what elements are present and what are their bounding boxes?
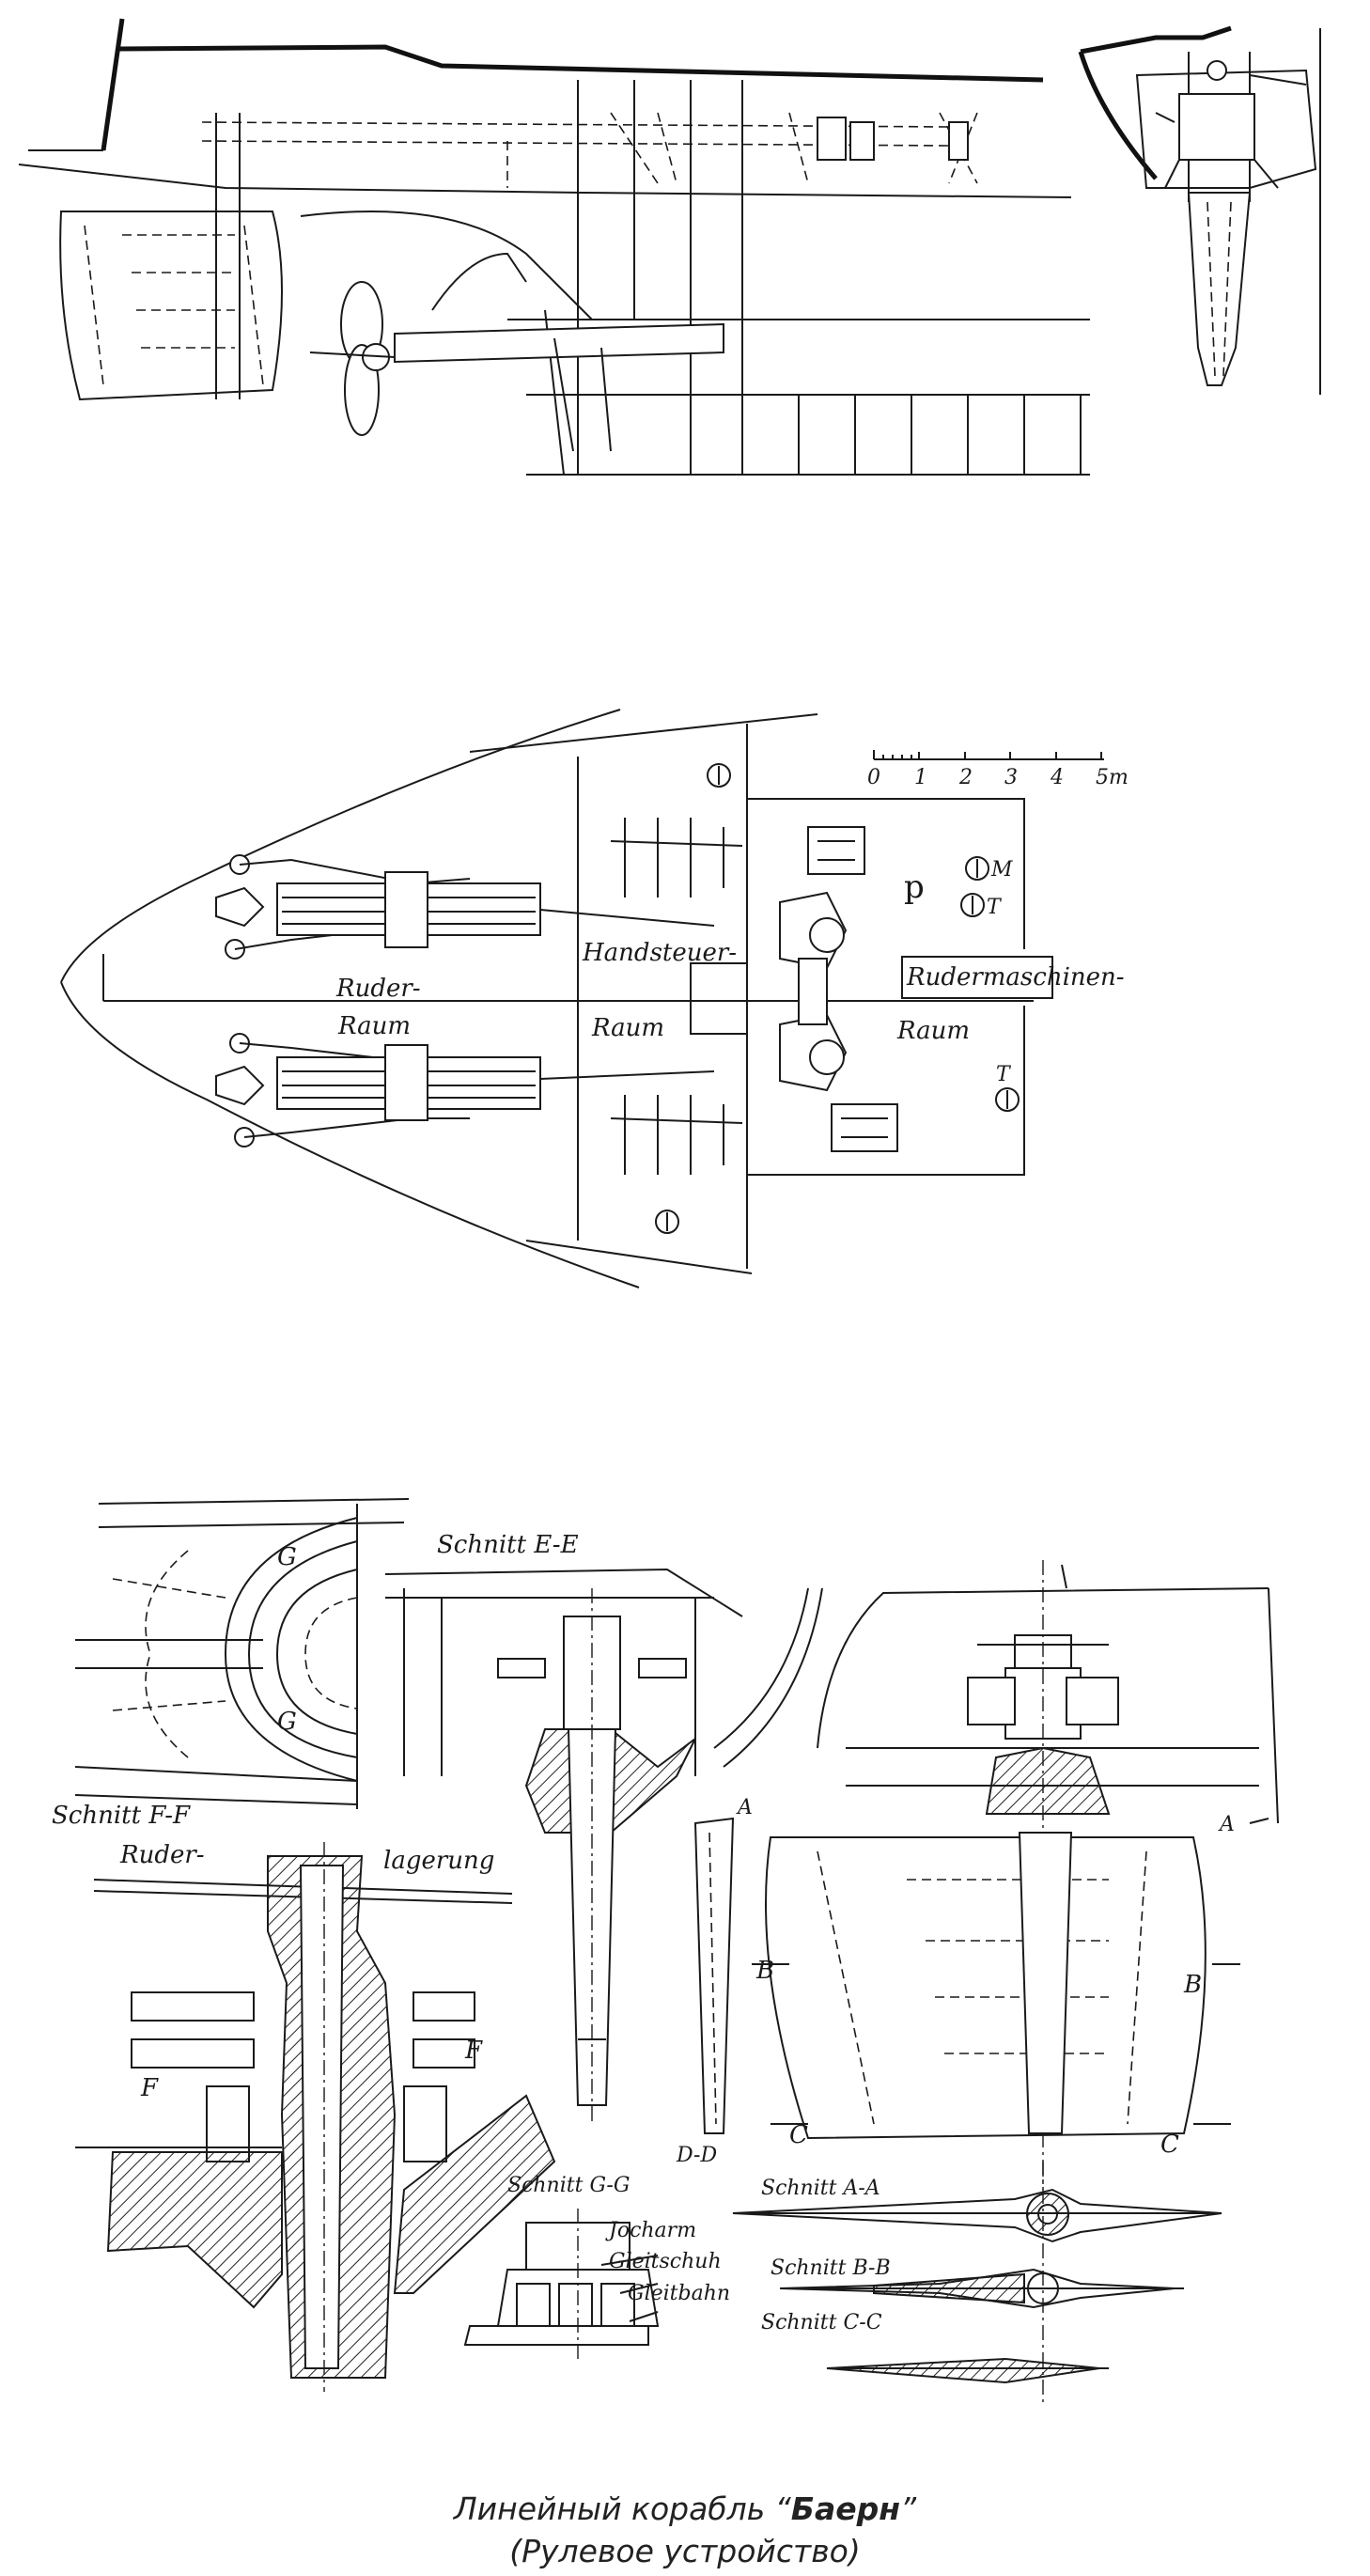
label-p: p [904, 868, 925, 906]
label-jocharm: Jocharm [605, 2219, 696, 2242]
caption-prefix: Линейный корабль “ [453, 2490, 791, 2527]
label-c-right: C [1160, 2131, 1179, 2159]
label-schnitt-a: Schnitt A-A [761, 2177, 880, 2200]
transverse-section-view [1078, 25, 1321, 395]
label-c-left: C [789, 2121, 808, 2149]
label-ruder: Ruder- [335, 975, 421, 1003]
label-rudermaschinen: Rudermaschinen- [906, 963, 1125, 991]
label-a-small: A [736, 1796, 753, 1819]
label-ruder-lagerung-1: Ruder- [119, 1841, 205, 1869]
scale-tick-3: 3 [1004, 766, 1018, 789]
rudder-elevation-view [732, 1560, 1279, 2406]
scale-tick-0: 0 [867, 766, 880, 789]
caption-subtitle: (Рулевое устройство) [509, 2533, 861, 2569]
label-raum-right: Raum [896, 1017, 970, 1045]
label-handsteuer: Handsteuer- [582, 939, 737, 967]
section-f-view: F F [75, 1842, 556, 2392]
scale-tick-1: 1 [914, 766, 927, 789]
label-gleitbahn: Gleitbahn [628, 2282, 730, 2305]
label-m: M [990, 858, 1013, 882]
label-t-lower: T [996, 1063, 1012, 1086]
label-g-lower: G [277, 1708, 297, 1736]
label-schnitt-g: Schnitt G-G [507, 2174, 630, 2197]
label-schnitt-c: Schnitt C-C [761, 2311, 882, 2334]
label-g-upper: G [277, 1543, 297, 1571]
label-raum-mid: Raum [591, 1014, 664, 1042]
label-schnitt-b: Schnitt B-B [771, 2256, 891, 2280]
section-e-view [384, 1568, 823, 2134]
scale-tick-2: 2 [958, 766, 973, 789]
label-schnitt-f: Schnitt F-F [52, 1802, 191, 1830]
scale-tick-4: 4 [1050, 766, 1064, 789]
plan-view: Ruder- Raum Handsteuer- Raum Rudermaschi… [60, 709, 1129, 1288]
label-f-left: F [140, 2074, 159, 2102]
side-elevation-view [18, 18, 1090, 476]
caption-title: Линейный корабль “Баерн” [0, 2490, 1370, 2527]
label-gleitschuh: Gleitschuh [609, 2250, 722, 2273]
label-f-right: F [464, 2037, 483, 2065]
label-schnitt-e: Schnitt E-E [437, 1531, 579, 1559]
caption-ship-name: Баерн [790, 2490, 901, 2527]
caption-suffix: ” [900, 2490, 917, 2527]
section-g-view: G G [74, 1498, 410, 1809]
label-t-upper: T [987, 896, 1003, 919]
gleitbahn-detail [463, 2209, 660, 2359]
label-ruder-lagerung-2: lagerung [383, 1847, 494, 1875]
label-raum-left: Raum [337, 1012, 411, 1040]
label-a-right: A [1218, 1813, 1235, 1836]
label-dd: D-D [676, 2144, 717, 2167]
scale-bar: 0 1 2 3 4 5m [867, 766, 1129, 789]
label-b-left: B [755, 1957, 774, 1985]
label-b-right: B [1183, 1971, 1202, 1999]
scale-unit: 5m [1096, 766, 1129, 789]
